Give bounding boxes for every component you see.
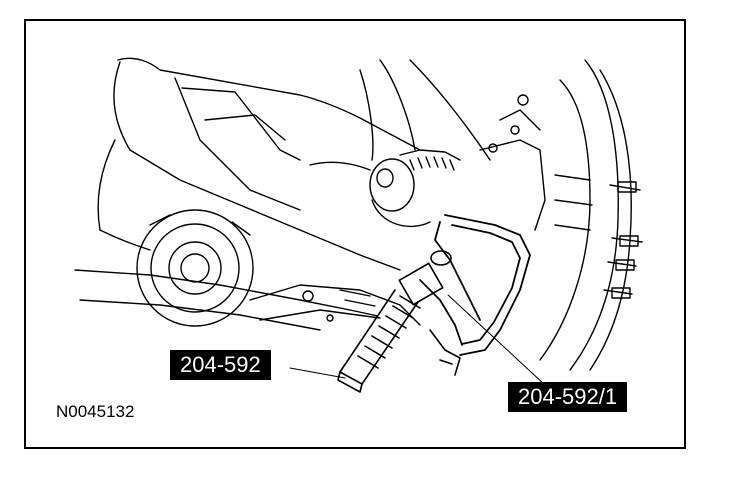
ball-joint-drawing: [309, 149, 461, 227]
figure-id: N0045132: [56, 402, 135, 421]
callout-tool-204-592: 204-592: [170, 350, 271, 380]
leader-lines: [289, 294, 546, 386]
forcing-screw-drawing: [337, 250, 461, 393]
knuckle-hub-drawing: [359, 59, 643, 371]
callout-tool-204-592-1: 204-592/1: [508, 382, 628, 412]
bushing-drawing: [136, 209, 254, 327]
figure-frame: [24, 19, 686, 449]
lower-arm-drawing: [249, 284, 421, 326]
control-arm-drawing: [74, 57, 421, 331]
separator-frame-drawing: [419, 214, 531, 356]
